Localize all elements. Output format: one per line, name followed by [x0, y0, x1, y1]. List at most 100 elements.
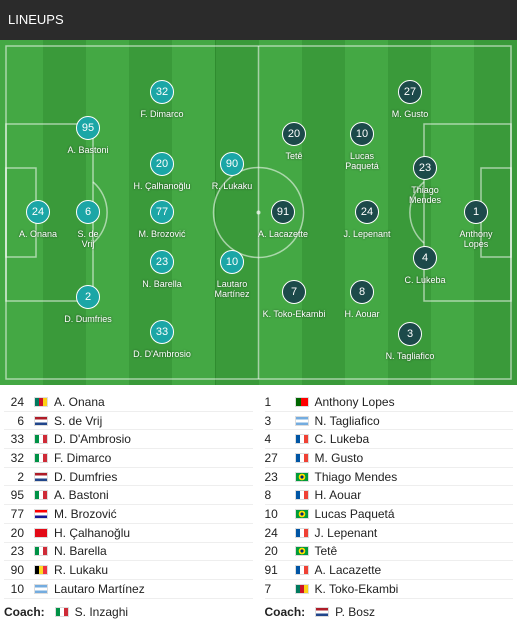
player-name: M. Gusto	[391, 109, 429, 119]
shirt-number: 3	[264, 413, 272, 428]
brazil-flag-icon	[294, 546, 309, 557]
coaches-row: Coach: S. Inzaghi Coach: P. Bosz	[0, 599, 517, 623]
player-name: M. Brozović	[54, 506, 117, 521]
player-name: Lucas Paquetá	[314, 506, 395, 521]
netherlands-flag-icon	[34, 471, 48, 482]
home-list-row[interactable]: 90 R. Lukaku	[4, 561, 253, 580]
player-name: R. Lukaku	[54, 563, 109, 578]
croatia-flag-icon	[34, 508, 48, 519]
player-name: K. Toko-Ekambi	[262, 309, 326, 319]
france-flag-icon	[294, 490, 309, 501]
argentina-flag-icon	[294, 415, 309, 426]
shirt-number: 90	[10, 563, 24, 578]
player-number-badge: 90	[220, 152, 244, 176]
player-name: F. Dimarco	[54, 450, 112, 465]
away-coach-name[interactable]: P. Bosz	[335, 604, 375, 619]
player-name: H. Aouar	[344, 309, 380, 319]
player-name: J. Lepenant	[343, 229, 391, 239]
player-number-badge: 1	[464, 200, 488, 224]
shirt-number: 10	[10, 581, 24, 596]
player-name: H. Çalhanoğlu	[54, 525, 131, 540]
player-number-badge: 7	[282, 280, 306, 304]
home-coach-flag-icon	[54, 606, 69, 617]
shirt-number: 2	[17, 469, 24, 484]
player-name: N. Barella	[142, 279, 182, 289]
player-name: N. Barella	[54, 544, 107, 559]
italy-flag-icon	[34, 434, 48, 445]
france-flag-icon	[294, 434, 309, 445]
player-name: F. Dimarco	[140, 109, 184, 119]
shirt-number: 20	[264, 544, 278, 559]
player-number-badge: 10	[350, 122, 374, 146]
italy-flag-icon	[34, 546, 48, 557]
player-number-badge: 33	[150, 320, 174, 344]
player-name: A. Lacazette	[257, 229, 309, 239]
shirt-number: 24	[264, 525, 278, 540]
player-number-badge: 32	[150, 80, 174, 104]
home-coach-name[interactable]: S. Inzaghi	[74, 604, 129, 619]
pitch-stripe	[301, 40, 345, 385]
away-list-row[interactable]: 3 N. Tagliafico	[264, 412, 513, 431]
player-number-badge: 23	[413, 156, 437, 180]
france-flag-icon	[294, 452, 309, 463]
player-name: N. Tagliafico	[314, 413, 380, 428]
shirt-number: 7	[264, 581, 272, 596]
shirt-number: 6	[17, 413, 24, 428]
away-coach: Coach: P. Bosz	[259, 601, 514, 623]
away-pitch-player[interactable]: 7 K. Toko-Ekambi	[249, 280, 339, 319]
lineups-title: LINEUPS	[8, 12, 64, 27]
player-number-badge: 20	[282, 122, 306, 146]
shirt-number: 8	[264, 488, 272, 503]
home-pitch-player[interactable]: 32 F. Dimarco	[117, 80, 207, 119]
player-name: M. Brozović	[138, 229, 186, 239]
home-pitch-player[interactable]: 33 D. D'Ambrosio	[117, 320, 207, 359]
cameroon-flag-icon	[294, 583, 309, 594]
player-name: D. D'Ambrosio	[133, 349, 191, 359]
player-name: A. Bastoni	[67, 145, 109, 155]
italy-flag-icon	[34, 490, 48, 501]
player-number-badge: 6	[76, 200, 100, 224]
